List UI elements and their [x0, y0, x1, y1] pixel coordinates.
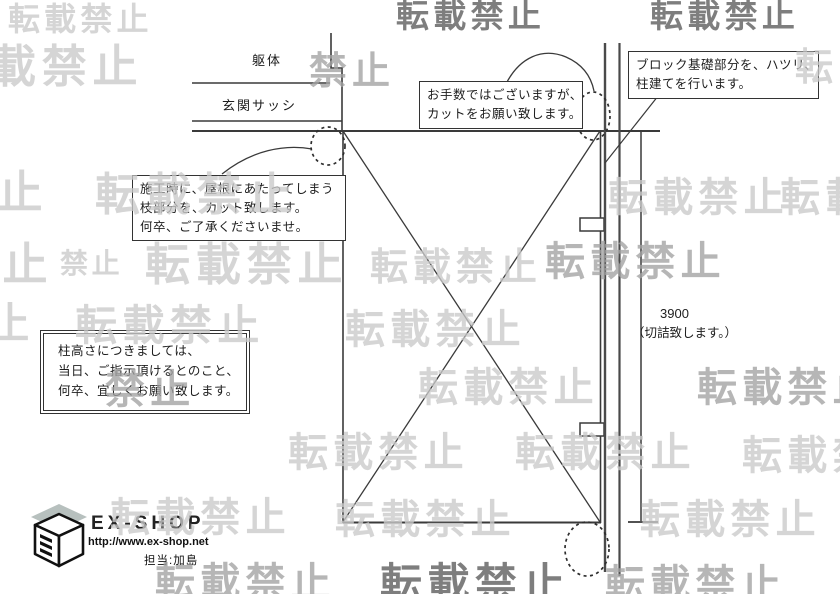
annotation-line: 柱建てを行います。	[636, 76, 752, 91]
entrance-sash-label: 玄関サッシ	[222, 98, 298, 113]
annotation-line: 何卒、ご了承くださいませ。	[140, 219, 309, 234]
annotation-line: 施工時に、屋根にあたってしまう	[140, 182, 335, 196]
annotation-pillar-height: 柱高さにつきましては、 当日、ご指示頂けるとのこと、 何卒、宜しくお願い致します…	[40, 330, 250, 414]
leader-line-block-foundation	[604, 90, 663, 164]
annotation-line: お手数ではございますが、	[427, 88, 583, 102]
annotation-line: カットをお願い致します。	[427, 106, 582, 121]
annotation-block-foundation: ブロック基礎部分を、ハツリ、 柱建てを行います。	[628, 51, 819, 99]
annotation-line: ブロック基礎部分を、ハツリ、	[636, 58, 818, 72]
highlight-ellipse-left	[310, 126, 346, 166]
annotation-pillar-height-inner: 柱高さにつきましては、 当日、ご指示頂けるとのこと、 何卒、宜しくお願い致します…	[43, 333, 247, 411]
annotation-branch-cut: 施工時に、屋根にあたってしまう 枝部分を、カット致します。 何卒、ご了承ください…	[132, 175, 346, 242]
screen-diagonal-2	[342, 130, 601, 523]
contact-person: 担当:加島	[144, 555, 199, 567]
highlight-ellipse-top	[575, 91, 611, 141]
building-frame-outline	[330, 33, 343, 131]
logo-cube-right	[57, 523, 85, 568]
ex-shop-logo-icon	[31, 504, 87, 568]
dimension-note: （切詰致します。）	[632, 326, 738, 340]
dimension-value: 3900	[660, 306, 689, 321]
annotation-cut-request: お手数ではございますが、 カットをお願い致します。	[419, 81, 583, 129]
annotation-line: 当日、ご指示頂けるとのこと、	[58, 364, 240, 378]
annotation-line: 柱高さにつきましては、	[58, 344, 201, 358]
annotation-line: 何卒、宜しくお願い致します。	[58, 384, 239, 398]
logo-s-bars	[40, 534, 52, 557]
annotation-line: 枝部分を、カット致します。	[140, 200, 308, 215]
leader-curve-branch-cut	[221, 146, 313, 175]
brand-name: EX-SHOP	[91, 513, 205, 534]
brand-url: http://www.ex-shop.net	[88, 536, 209, 548]
highlight-ellipse-bottom	[564, 521, 610, 577]
leader-curve-cut-request	[506, 52, 595, 92]
building-frame-label: 躯体	[252, 53, 283, 68]
